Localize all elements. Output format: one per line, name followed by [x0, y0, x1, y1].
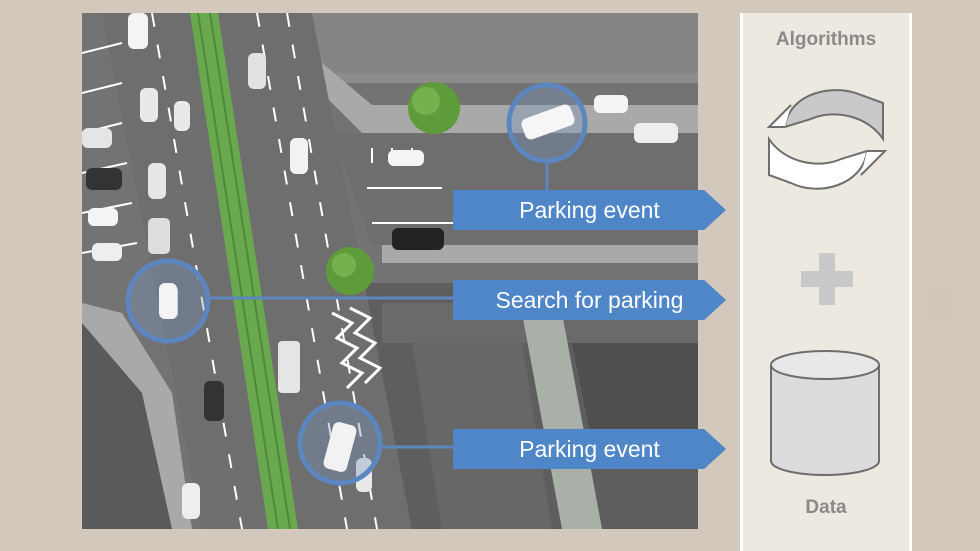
building-block-left	[82, 313, 172, 529]
plus-icon	[801, 253, 853, 305]
label-parking-event-bottom: Parking event	[453, 429, 726, 469]
walkway	[522, 313, 602, 529]
sidewalk-top	[302, 63, 698, 133]
algorithms-title: Algorithms	[775, 29, 877, 50]
car-parking-bottom	[323, 422, 357, 472]
tree-highlight	[412, 87, 440, 115]
tram-rail	[209, 13, 291, 529]
car-searching	[159, 283, 177, 319]
building-roof-top	[312, 13, 698, 73]
building-roof-c	[572, 343, 698, 443]
tree-highlight	[332, 253, 356, 277]
label-parking-event-top: Parking event	[453, 190, 726, 230]
car-parking-top	[521, 104, 575, 140]
zigzag-marking	[349, 306, 383, 385]
recycle-arrows-icon	[766, 89, 888, 190]
sidewalk-middle	[382, 245, 698, 263]
cars	[82, 13, 678, 519]
data-title: Data	[805, 497, 847, 518]
side-panel: Algorithms Data	[740, 13, 912, 551]
database-cylinder-icon	[770, 350, 880, 476]
faded-shape	[925, 287, 955, 327]
zigzag-marking	[331, 311, 365, 390]
sidewalk-left	[82, 303, 192, 529]
tram-rail	[197, 13, 279, 529]
label-search-for-parking: Search for parking	[453, 280, 726, 320]
